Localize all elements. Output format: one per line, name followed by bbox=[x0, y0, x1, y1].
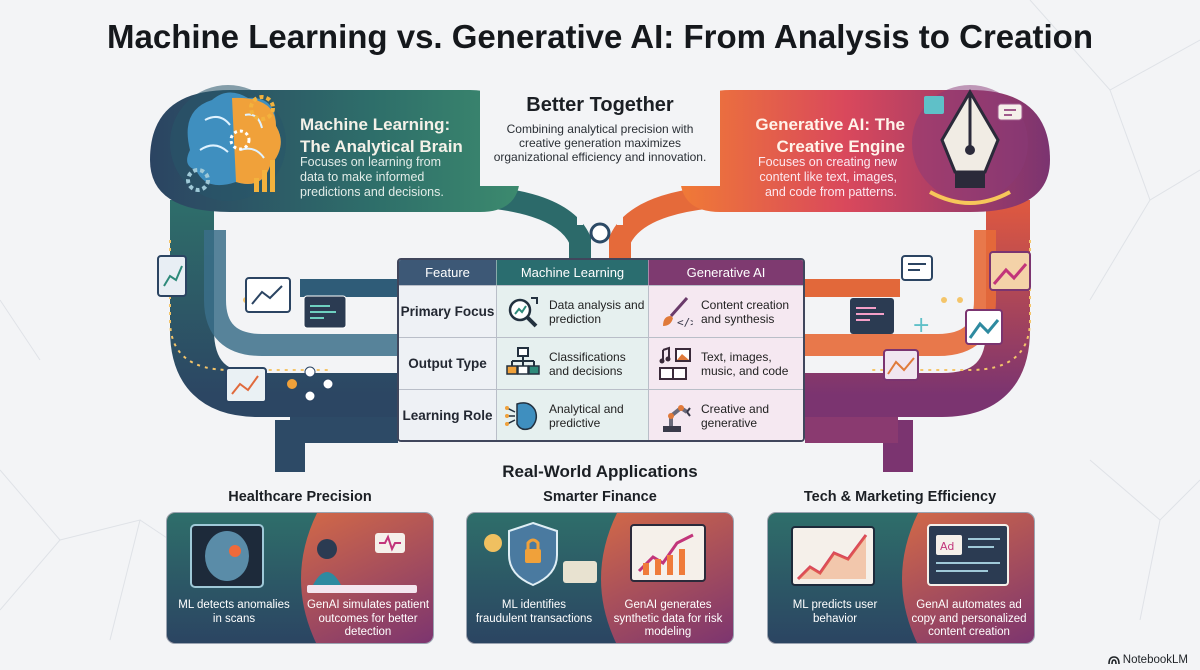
ml-cell-text: Data analysis and prediction bbox=[549, 297, 645, 326]
feature-cell: Primary Focus bbox=[399, 286, 496, 337]
genai-side-icons: + bbox=[850, 251, 1031, 381]
better-together-title: Better Together bbox=[526, 94, 674, 116]
tech-illustration: Ad bbox=[768, 513, 1034, 643]
genai-cell: </> Content creation and synthesis bbox=[648, 286, 803, 337]
genai-panel-title: Generative AI: The Creative Engine bbox=[755, 115, 905, 156]
genai-cell-text: Content creation and synthesis bbox=[701, 297, 790, 326]
ml-cell-text: Classifications and decisions bbox=[549, 349, 626, 378]
brain-gears-icon bbox=[170, 85, 286, 201]
finance-genai-text: GenAI generates synthetic data for risk … bbox=[613, 599, 723, 638]
pen-nib-icon bbox=[912, 85, 1028, 205]
paintbrush-code-icon: </> bbox=[663, 296, 693, 329]
app-title-healthcare: Healthcare Precision bbox=[228, 489, 372, 505]
finance-ml-text: ML identifies fraudulent transactions bbox=[475, 599, 593, 625]
genai-panel-description: Focuses on creating new content like tex… bbox=[758, 155, 897, 199]
healthcare-genai-text: GenAI simulates patient outcomes for bet… bbox=[306, 599, 430, 638]
ml-cell-text: Analytical and predictive bbox=[549, 401, 624, 430]
comparison-table: Feature Machine Learning Generative AI P… bbox=[397, 258, 805, 442]
better-together-description: Combining analytical precision with crea… bbox=[493, 122, 707, 164]
genai-cell: Creative and generative bbox=[648, 390, 803, 440]
ml-panel-description: Focuses on learning from data to make in… bbox=[300, 155, 444, 199]
table-header-row: Feature Machine Learning Generative AI bbox=[399, 260, 803, 285]
svg-text:Ad: Ad bbox=[940, 540, 954, 553]
header-feature: Feature bbox=[399, 260, 496, 285]
ml-panel-title: Machine Learning: The Analytical Brain bbox=[300, 115, 463, 156]
app-card-finance: ML identifies fraudulent transactions Ge… bbox=[466, 512, 734, 644]
table-row: Learning Role Analytical and predictive … bbox=[399, 389, 803, 440]
applications-title: Real-World Applications bbox=[502, 462, 698, 481]
ml-side-icons bbox=[157, 255, 347, 403]
table-row: Output Type Classifications and decision… bbox=[399, 337, 803, 389]
app-title-tech: Tech & Marketing Efficiency bbox=[803, 489, 997, 505]
genai-pipe-lower bbox=[805, 200, 1030, 417]
robotic-arm-icon bbox=[663, 404, 691, 432]
magnifier-chart-icon bbox=[508, 296, 538, 327]
header-genai: Generative AI bbox=[648, 260, 803, 285]
header-ml: Machine Learning bbox=[496, 260, 648, 285]
page-title: Machine Learning vs. Generative AI: From… bbox=[107, 18, 1093, 55]
ml-cell: Analytical and predictive bbox=[496, 390, 648, 440]
tech-genai-text: GenAI automates ad copy and personalized… bbox=[911, 599, 1027, 638]
table-row: Primary Focus Data analysis and predicti… bbox=[399, 285, 803, 337]
brand-label: NotebookLM bbox=[1122, 654, 1188, 666]
healthcare-illustration bbox=[167, 513, 433, 643]
genai-cell-text: Text, images, music, and code bbox=[701, 349, 789, 378]
brand-watermark: NotebookLM bbox=[1107, 654, 1188, 666]
app-card-healthcare: ML detects anomalies in scans GenAI simu… bbox=[166, 512, 434, 644]
neural-brain-icon bbox=[505, 401, 538, 430]
app-card-tech: Ad ML predicts user behavior GenAI autom… bbox=[767, 512, 1035, 644]
ml-cell: Data analysis and prediction bbox=[496, 286, 648, 337]
svg-text:+: + bbox=[912, 313, 930, 338]
app-title-finance: Smarter Finance bbox=[543, 489, 657, 505]
genai-cell: Text, images, music, and code bbox=[648, 338, 803, 389]
healthcare-ml-text: ML detects anomalies in scans bbox=[178, 599, 290, 625]
join-node-icon bbox=[589, 222, 611, 244]
notebooklm-logo-icon bbox=[1107, 656, 1120, 665]
feature-cell: Learning Role bbox=[399, 390, 496, 440]
decision-tree-icon bbox=[506, 346, 540, 375]
feature-cell: Output Type bbox=[399, 338, 496, 389]
genai-cell-text: Creative and generative bbox=[701, 401, 770, 430]
tech-ml-text: ML predicts user behavior bbox=[792, 599, 878, 625]
ml-cell: Classifications and decisions bbox=[496, 338, 648, 389]
finance-illustration bbox=[467, 513, 733, 643]
svg-text:</>: </> bbox=[677, 316, 693, 329]
media-icon bbox=[659, 346, 691, 380]
